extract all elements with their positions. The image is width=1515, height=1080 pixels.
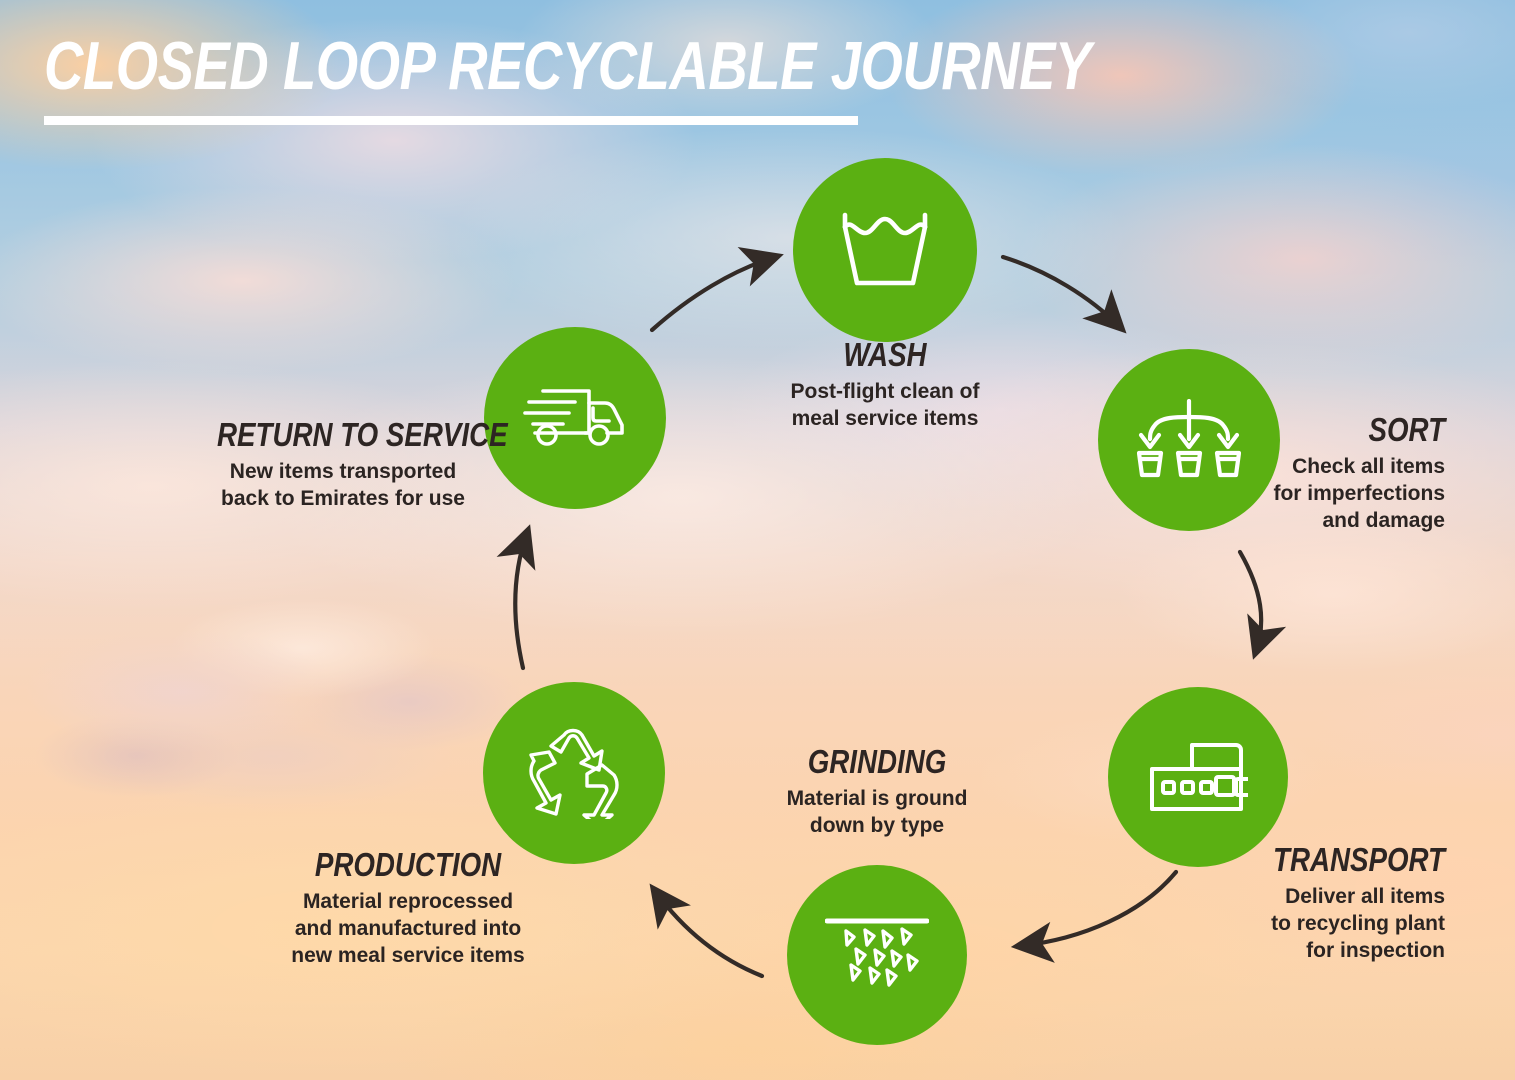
node-sort[interactable] — [1098, 349, 1280, 531]
label-grinding: GRINDING Material is ground down by type — [727, 743, 1027, 839]
node-grinding[interactable] — [787, 865, 967, 1045]
label-transport-description: Deliver all items to recycling plant for… — [1271, 884, 1445, 963]
label-transport: TRANSPORT Deliver all items to recycling… — [1000, 841, 1490, 965]
label-sort-title: SORT — [1368, 411, 1445, 448]
sort-arrows-bins-icon — [1137, 399, 1241, 478]
cargo-container-icon — [1150, 743, 1248, 811]
label-sort: SORT Check all items for imperfections a… — [1000, 411, 1490, 535]
page-title: CLOSED LOOP RECYCLABLE JOURNEY — [44, 32, 1353, 125]
label-production: PRODUCTION Material reprocessed and manu… — [258, 846, 558, 970]
page-title-text: CLOSED LOOP RECYCLABLE JOURNEY — [44, 28, 1091, 104]
label-return-title: RETURN TO SERVICE — [217, 416, 508, 453]
label-wash-description: Post-flight clean of meal service items — [790, 379, 980, 430]
title-underline-rule — [44, 116, 858, 125]
label-return-to-service: RETURN TO SERVICE New items transported … — [193, 416, 508, 512]
delivery-truck-icon — [523, 389, 624, 446]
label-production-title: PRODUCTION — [314, 846, 502, 883]
label-wash: WASH Post-flight clean of meal service i… — [735, 336, 1035, 432]
label-production-description: Material reprocessed and manufactured in… — [291, 889, 525, 968]
label-transport-title: TRANSPORT — [1273, 841, 1445, 878]
label-grinding-description: Material is ground down by type — [786, 786, 968, 837]
label-wash-title: WASH — [843, 336, 927, 373]
granules-icon — [825, 918, 929, 987]
node-wash[interactable] — [793, 158, 977, 342]
wash-basin-icon — [842, 212, 928, 286]
label-grinding-title: GRINDING — [807, 743, 947, 780]
node-production[interactable] — [483, 682, 665, 864]
node-return-to-service[interactable] — [484, 327, 666, 509]
recycle-icon — [529, 728, 619, 819]
node-transport[interactable] — [1108, 687, 1288, 867]
label-return-description: New items transported back to Emirates f… — [221, 459, 465, 510]
label-sort-description: Check all items for imperfections and da… — [1273, 454, 1445, 533]
